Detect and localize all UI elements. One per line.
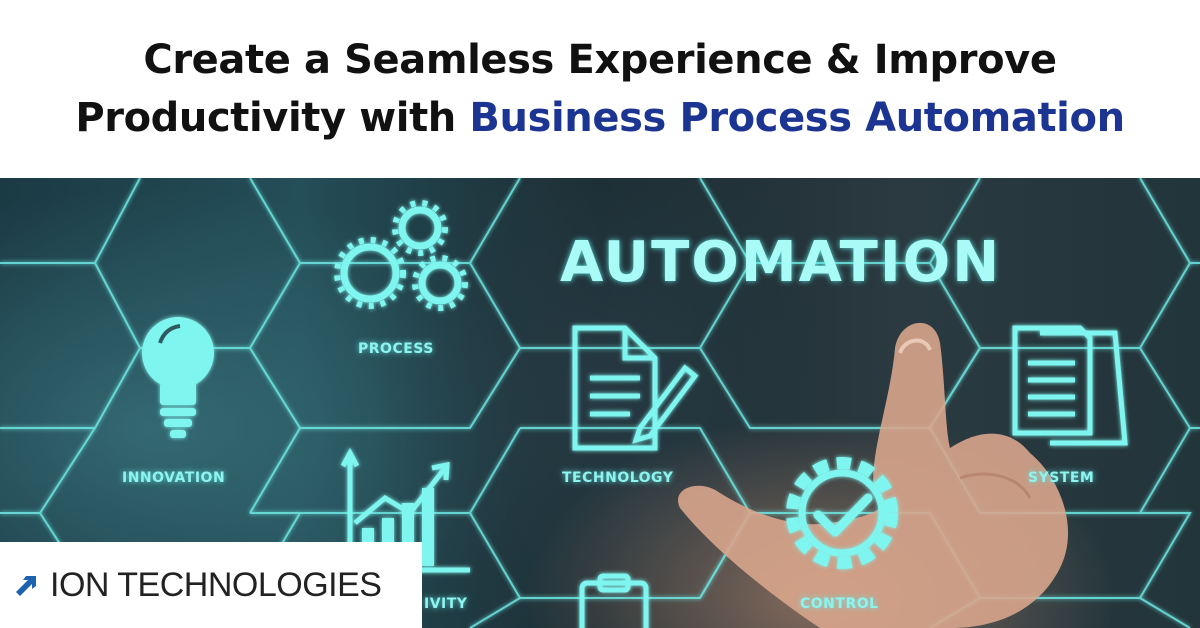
title-line-1: Create a Seamless Experience & Improve — [143, 31, 1057, 89]
company-logo-box: ION TECHNOLOGIES — [0, 542, 422, 628]
system-label: SYSTEM — [1028, 470, 1095, 486]
hex-grid — [0, 178, 1200, 628]
innovation-label: INNOVATION — [122, 470, 226, 486]
pointing-hand — [678, 322, 1069, 628]
logo-arrow-icon — [16, 576, 36, 596]
title-band: Create a Seamless Experience & Improve P… — [0, 0, 1200, 178]
productivity-label-partial: IVITY — [424, 596, 468, 612]
company-logo-text: ION TECHNOLOGIES — [50, 565, 382, 604]
gears-icon — [340, 206, 462, 305]
automation-headline: AUTOMATION — [560, 230, 1002, 295]
lightbulb-icon — [142, 317, 214, 438]
title-accent-text: Business Process Automation — [469, 95, 1125, 141]
clipboard-icon — [579, 573, 649, 628]
gear-teeth — [334, 200, 468, 311]
control-label: CONTROL — [800, 596, 879, 612]
documents-icon — [1012, 325, 1128, 446]
gear-check-icon — [786, 457, 898, 569]
process-label: PROCESS — [358, 341, 434, 357]
document-pen-icon — [572, 325, 699, 451]
technology-label: TECHNOLOGY — [562, 470, 674, 486]
title-line-1-text: Create a Seamless Experience & Improve — [143, 37, 1057, 83]
lightbulb-highlight — [158, 324, 181, 344]
title-line-2-text: Productivity with — [75, 95, 470, 141]
title-line-2: Productivity with Business Process Autom… — [75, 89, 1125, 147]
